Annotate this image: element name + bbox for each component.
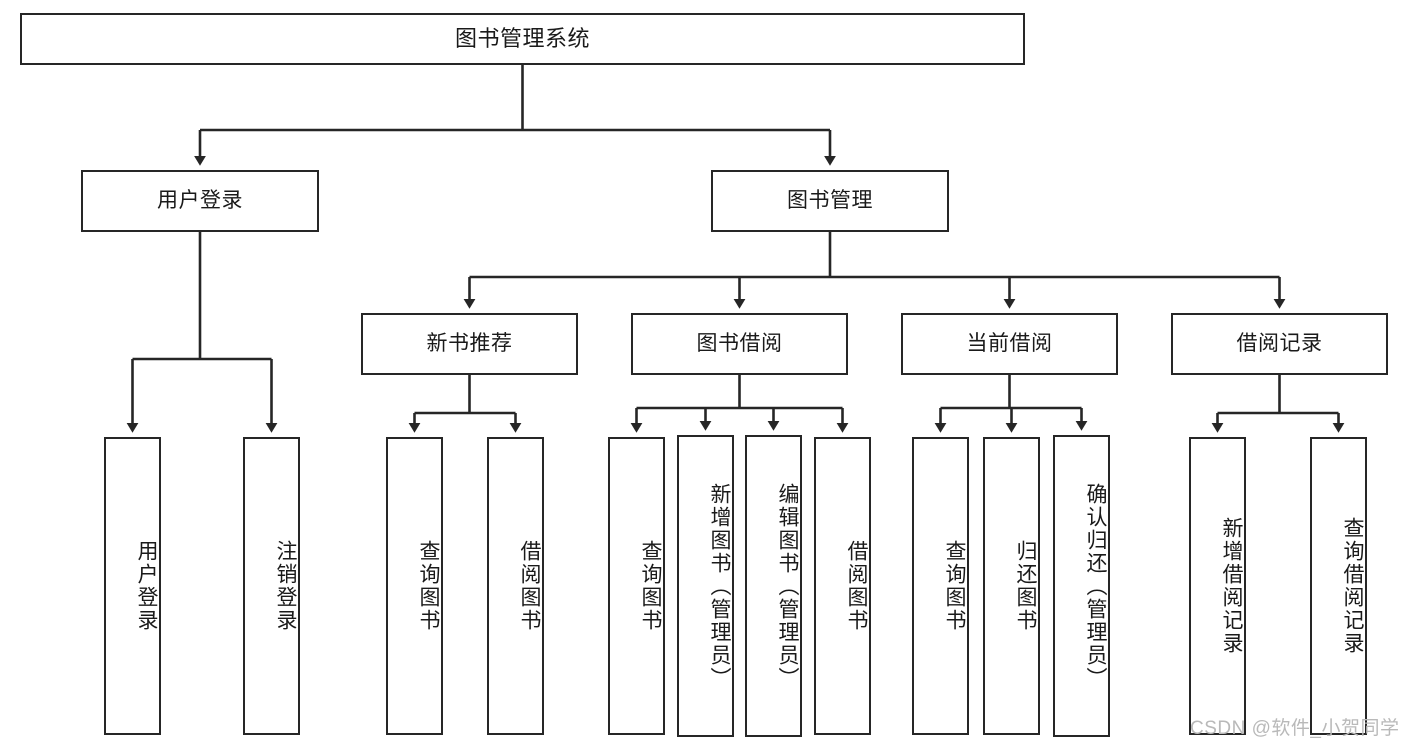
node-leaf-user-login[interactable]: 用户登录 (104, 437, 161, 735)
node-leaf-logout[interactable]: 注销登录 (243, 437, 300, 735)
node-leaf-edit-book-admin[interactable]: 编辑图书（管理员） (745, 435, 802, 737)
node-leaf-add-book-admin-label: 新增图书（管理员） (708, 482, 731, 690)
node-current-borrow-label: 当前借阅 (966, 331, 1053, 355)
node-leaf-return-books-label: 归还图书 (1014, 540, 1037, 632)
node-leaf-add-book-admin[interactable]: 新增图书（管理员） (677, 435, 734, 737)
node-leaf-query-books-borrow-label: 查询图书 (639, 540, 662, 632)
node-leaf-query-books-current-label: 查询图书 (943, 540, 966, 632)
node-new-book-recommend-label: 新书推荐 (426, 331, 513, 355)
node-leaf-query-books-recommend[interactable]: 查询图书 (386, 437, 443, 735)
node-leaf-borrow-books-borrow-label: 借阅图书 (845, 540, 868, 632)
node-new-book-recommend[interactable]: 新书推荐 (361, 313, 578, 375)
node-user-login[interactable]: 用户登录 (81, 170, 319, 232)
node-root[interactable]: 图书管理系统 (20, 13, 1025, 65)
node-leaf-query-borrow-record-label: 查询借阅记录 (1341, 517, 1364, 655)
node-leaf-confirm-return-admin[interactable]: 确认归还（管理员） (1053, 435, 1110, 737)
node-leaf-add-borrow-record[interactable]: 新增借阅记录 (1189, 437, 1246, 735)
node-leaf-user-login-label: 用户登录 (135, 540, 158, 632)
node-leaf-query-books-recommend-label: 查询图书 (417, 540, 440, 632)
node-leaf-borrow-books-recommend[interactable]: 借阅图书 (487, 437, 544, 735)
node-leaf-borrow-books-recommend-label: 借阅图书 (518, 540, 541, 632)
node-leaf-query-books-borrow[interactable]: 查询图书 (608, 437, 665, 735)
node-leaf-query-books-current[interactable]: 查询图书 (912, 437, 969, 735)
node-leaf-add-borrow-record-label: 新增借阅记录 (1220, 517, 1243, 655)
node-user-login-label: 用户登录 (157, 188, 243, 212)
node-current-borrow[interactable]: 当前借阅 (901, 313, 1118, 375)
node-leaf-return-books[interactable]: 归还图书 (983, 437, 1040, 735)
node-root-label: 图书管理系统 (454, 26, 590, 52)
node-book-borrow[interactable]: 图书借阅 (631, 313, 848, 375)
node-leaf-borrow-books-borrow[interactable]: 借阅图书 (814, 437, 871, 735)
node-book-borrow-label: 图书借阅 (696, 331, 783, 355)
csdn-watermark: CSDN @软件_小贺同学 (1190, 718, 1400, 739)
node-leaf-logout-label: 注销登录 (274, 540, 297, 632)
node-leaf-edit-book-admin-label: 编辑图书（管理员） (776, 482, 799, 690)
node-borrow-records[interactable]: 借阅记录 (1171, 313, 1388, 375)
node-book-management[interactable]: 图书管理 (711, 170, 949, 232)
node-leaf-query-borrow-record[interactable]: 查询借阅记录 (1310, 437, 1367, 735)
node-leaf-confirm-return-admin-label: 确认归还（管理员） (1084, 482, 1107, 690)
node-book-management-label: 图书管理 (787, 188, 873, 212)
node-borrow-records-label: 借阅记录 (1236, 331, 1323, 355)
